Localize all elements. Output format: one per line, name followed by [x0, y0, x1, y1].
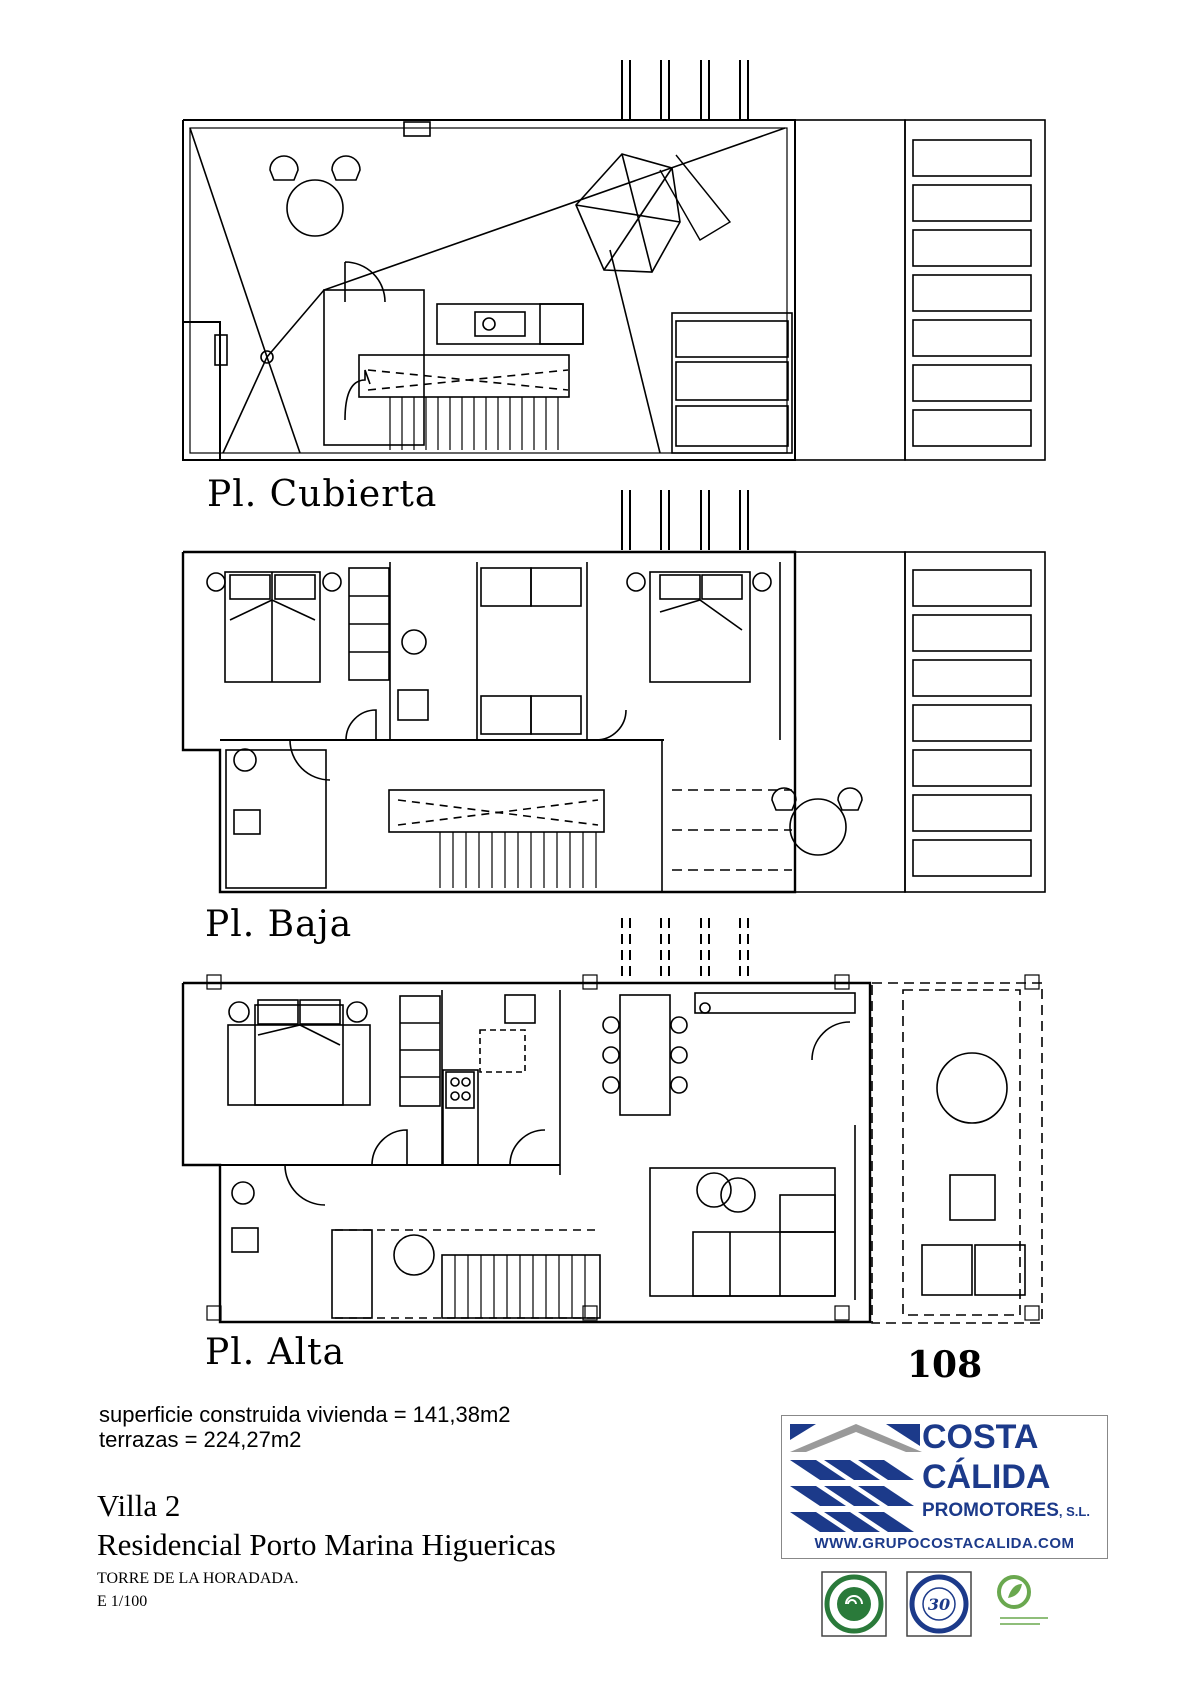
project-info: Villa 2 Residencial Porto Marina Higueri… — [97, 1487, 556, 1613]
location-text: TORRE DE LA HORADADA. — [97, 1570, 299, 1587]
logo-line-costa: COSTA — [922, 1418, 1039, 1456]
plan-title-alta: Pl. Alta — [205, 1332, 346, 1373]
badge-30-text: 30 — [928, 1595, 950, 1614]
plan-title-baja: Pl. Baja — [205, 904, 353, 945]
plan-cubierta — [182, 60, 1046, 461]
acoustic-quality-badge-icon — [821, 1571, 887, 1637]
area-summary: superficie construida vivienda = 141,38m… — [99, 1402, 511, 1452]
page-number: 108 — [907, 1344, 983, 1386]
built-area-text: superficie construida vivienda = 141,38m… — [99, 1402, 511, 1427]
logo-line-calida: CÁLIDA — [922, 1458, 1051, 1496]
logo-stripes-icon — [790, 1424, 922, 1534]
company-logo: COSTA CÁLIDA PROMOTORES, S.L. WWW.GRUPOC… — [781, 1415, 1108, 1559]
logo-line-promotores: PROMOTORES — [922, 1500, 1059, 1521]
residencial-name: Residencial Porto Marina Higuericas — [97, 1527, 556, 1562]
logo-line-suffix: S.L. — [1066, 1504, 1090, 1519]
terrace-area-text: terrazas = 224,27m2 — [99, 1427, 302, 1452]
plan-alta — [181, 918, 1043, 1324]
scale-text: E 1/100 — [97, 1593, 148, 1610]
logo-url: WWW.GRUPOCOSTACALIDA.COM — [814, 1535, 1075, 1552]
sustainability-leaf-badge-icon — [997, 1575, 1048, 1625]
villa-name: Villa 2 — [97, 1488, 181, 1523]
plan-title-cubierta: Pl. Cubierta — [207, 474, 438, 515]
plan-baja — [181, 490, 1046, 894]
experience-30-badge-icon: 30 — [906, 1571, 972, 1637]
